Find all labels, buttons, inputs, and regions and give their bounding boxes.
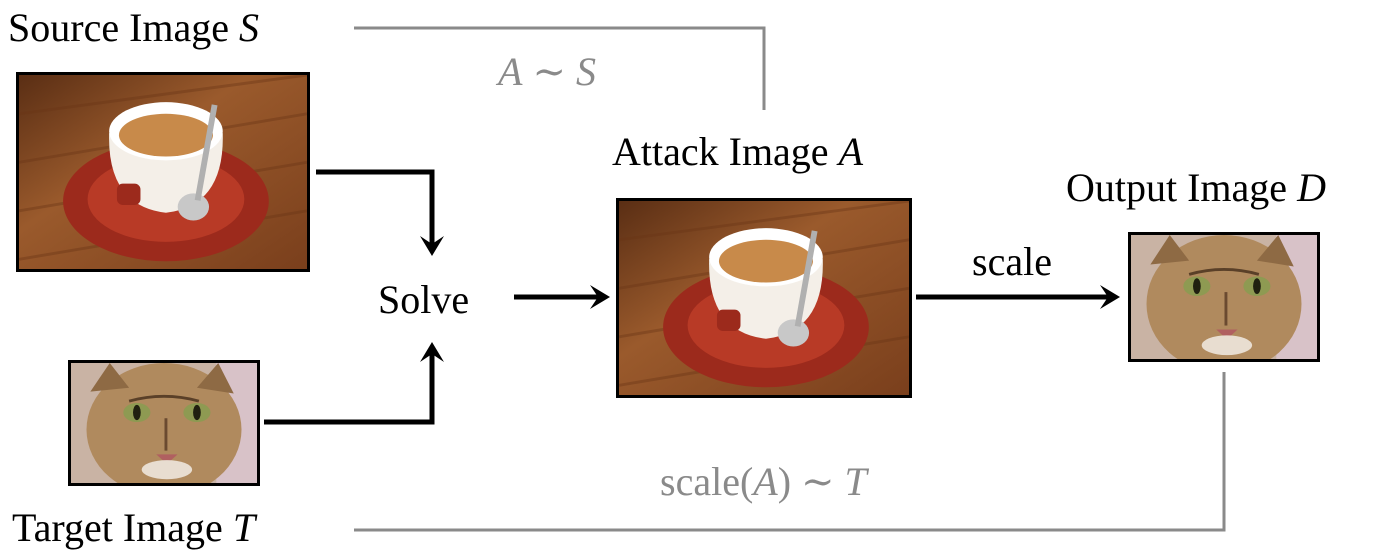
output-label-text: Output Image	[1066, 165, 1298, 210]
coffee-cup-photo	[619, 201, 909, 395]
cat-face-photo	[1131, 235, 1317, 359]
target-similarity-line	[354, 372, 1226, 532]
target-image	[68, 360, 260, 486]
sim-left: A	[498, 49, 523, 94]
source-label-var: S	[239, 5, 260, 50]
attack-label-var: A	[838, 129, 863, 174]
coffee-cup-photo	[19, 75, 307, 269]
sim-op: ∼	[522, 49, 576, 94]
target-label-var: T	[232, 505, 256, 550]
source-image	[16, 72, 310, 272]
source-label-text: Source Image	[8, 5, 240, 50]
scale-label: scale	[972, 239, 1052, 284]
sim2-var: A	[753, 459, 778, 504]
target-label-text: Target Image	[12, 505, 233, 550]
attack-image-label: Attack Image A	[612, 128, 863, 175]
target-similarity-label: scale(A) ∼ T	[660, 458, 867, 505]
sim2-right: T	[844, 459, 867, 504]
target-image-label: Target Image T	[12, 504, 255, 551]
source-similarity-line	[354, 26, 766, 110]
sim-right: S	[575, 49, 596, 94]
output-image-label: Output Image D	[1066, 164, 1326, 211]
attack-image	[616, 198, 912, 398]
sim2-suffix: ) ∼	[777, 459, 845, 504]
source-similarity-label: A ∼ S	[498, 48, 596, 95]
output-image	[1128, 232, 1320, 362]
cat-face-photo	[71, 363, 257, 483]
sim2-prefix: scale(	[660, 459, 754, 504]
solve-label: Solve	[378, 277, 470, 322]
source-image-label: Source Image S	[8, 4, 259, 51]
attack-label-text: Attack Image	[612, 129, 839, 174]
output-label-var: D	[1297, 165, 1326, 210]
source-to-solve-arrow	[316, 169, 435, 250]
target-to-solve-arrow	[264, 348, 435, 425]
